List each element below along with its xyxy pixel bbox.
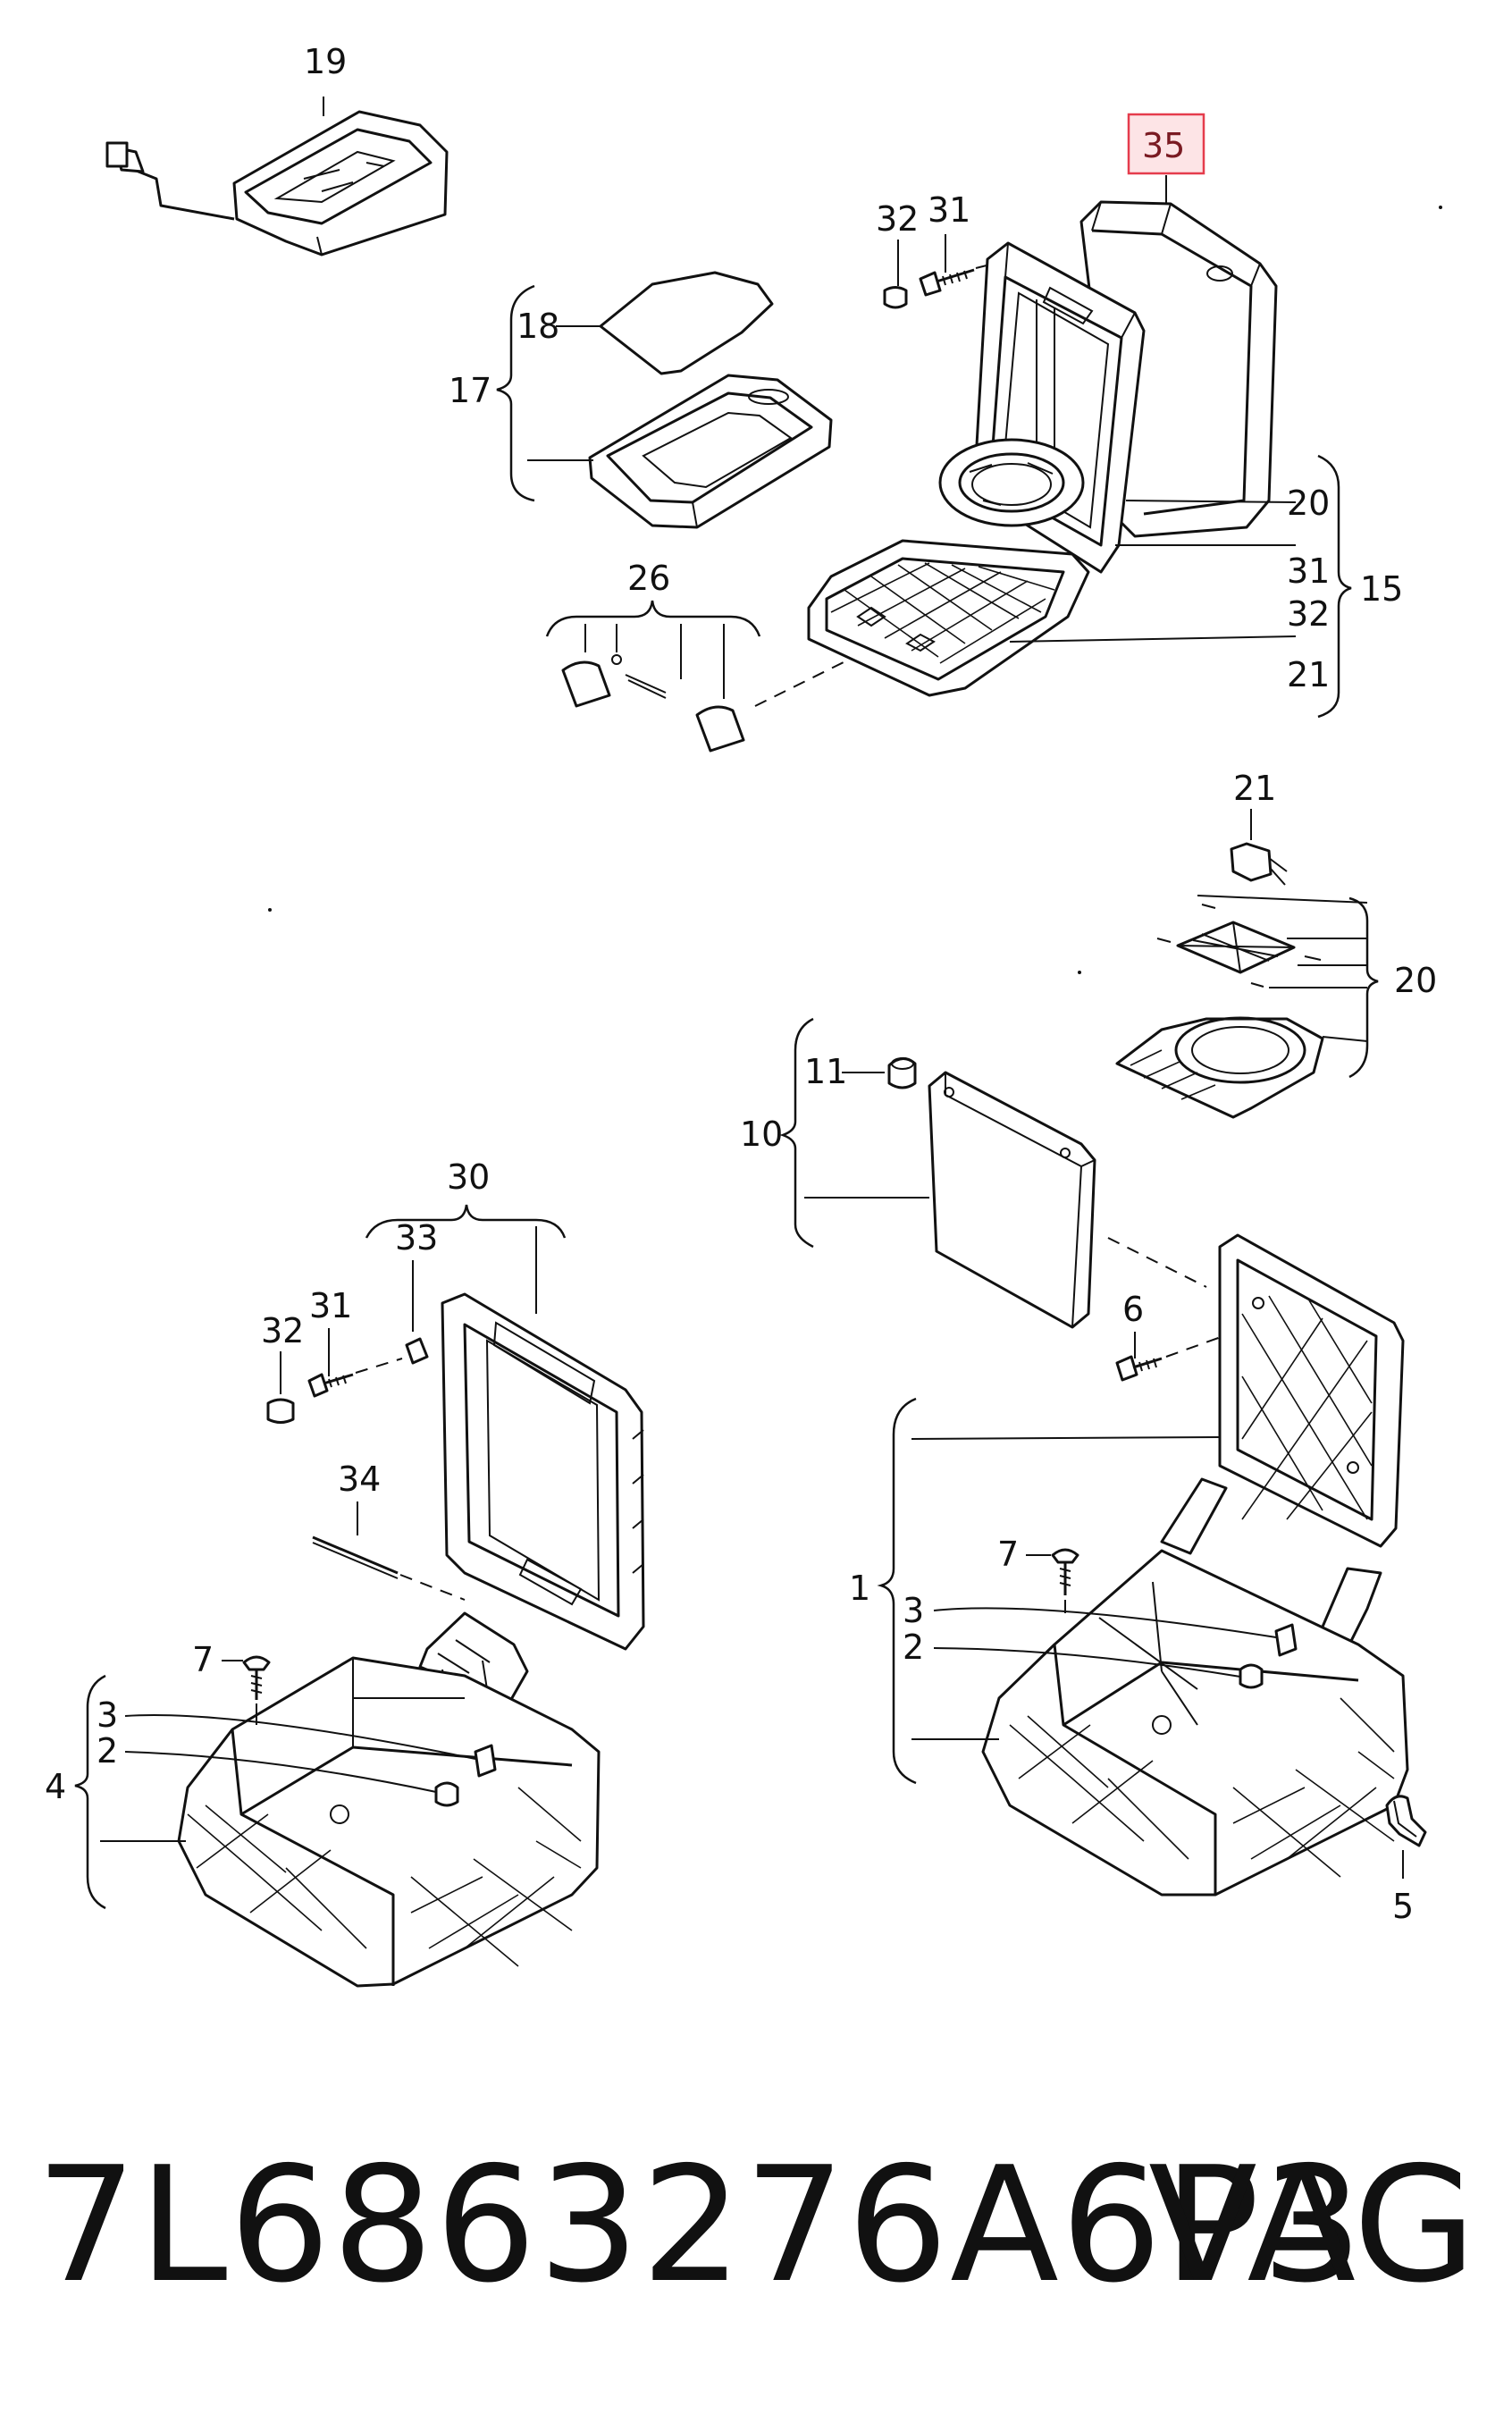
part-34-rod [312,1535,399,1579]
part-20-cup-ring [938,438,1085,527]
part-17-insert [588,374,833,529]
part-number: 7L6863276A6P3 [36,2132,1365,2317]
label-5: 5 [1392,1887,1414,1926]
part-10-panel [928,1071,1096,1329]
label-2-right: 2 [903,1628,924,1667]
part-32-cap-left [266,1398,295,1424]
label-11: 11 [804,1052,847,1091]
part-21-clip [1230,842,1288,886]
label-20-right: 20 [1394,961,1437,1000]
part-19-tray [105,110,449,257]
label-32-top: 32 [876,199,919,239]
label-7-right: 7 [997,1535,1019,1574]
label-4: 4 [45,1767,66,1806]
label-18: 18 [517,307,559,346]
part-31-screw-left [307,1373,354,1398]
label-35-highlight [1127,113,1205,175]
label-3-right: 3 [903,1591,924,1630]
part-18-pad [599,271,774,375]
label-3-left: 3 [97,1695,118,1735]
label-6: 6 [1122,1290,1144,1329]
label-35: 35 [1142,126,1185,165]
label-17: 17 [449,371,491,410]
part-1-console-base [981,1233,1409,1897]
part-11-button [887,1057,917,1089]
part-31-screw [919,268,975,297]
part-20-grid-assembly [1115,904,1324,1119]
part-21-hinge-base [807,539,1090,697]
footer: 7L6863276A6P3 VAG [0,2145,1512,2306]
label-20-top: 20 [1287,484,1330,523]
label-21-clip: 21 [1233,769,1276,808]
label-32-left: 32 [261,1311,304,1350]
part-6-screw [1115,1355,1163,1382]
label-30: 30 [447,1157,490,1197]
label-2-left: 2 [97,1731,118,1771]
label-7-left: 7 [192,1640,214,1679]
part-4-console-base [177,1611,601,1988]
part-32-cap [883,286,908,309]
part-33-clip [405,1337,429,1365]
label-26: 26 [627,559,670,598]
label-31-top: 31 [928,190,970,230]
label-31-right: 31 [1287,551,1330,591]
part-26-caps [561,654,745,753]
part-30-frame [441,1292,645,1651]
brand-name: VAG [1148,2132,1476,2317]
label-21-right: 21 [1287,655,1330,694]
part-5-bracket [1385,1795,1427,1847]
label-19: 19 [304,42,347,81]
label-10: 10 [740,1115,783,1154]
label-31-left: 31 [309,1286,352,1325]
label-33: 33 [395,1218,438,1258]
label-34: 34 [338,1459,381,1499]
label-15: 15 [1360,569,1403,609]
label-32-right: 32 [1287,594,1330,634]
label-1: 1 [849,1569,870,1608]
